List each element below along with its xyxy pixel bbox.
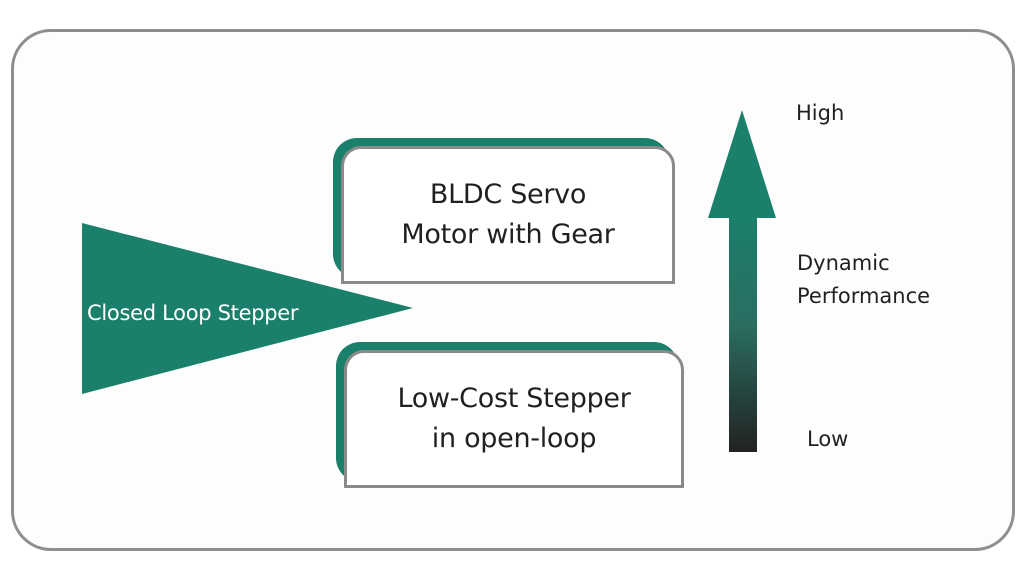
box-line: BLDC Servo <box>429 179 587 210</box>
performance-arrow-icon <box>708 110 776 452</box>
closed-loop-triangle-icon <box>82 223 413 394</box>
low-label: Low <box>807 427 849 451</box>
bldc-servo-box: BLDC Servo Motor with Gear <box>333 138 675 284</box>
box-line: in open-loop <box>431 423 597 454</box>
box-content: Low-Cost Stepper in open-loop <box>344 350 684 488</box>
high-label: High <box>796 101 845 125</box>
axis-label-line-2: Performance <box>797 284 931 308</box>
box-line: Motor with Gear <box>401 219 615 250</box>
box-content: BLDC Servo Motor with Gear <box>341 146 675 284</box>
low-cost-stepper-box: Low-Cost Stepper in open-loop <box>336 342 684 488</box>
closed-loop-stepper-label: Closed Loop Stepper <box>87 301 299 325</box>
axis-label-line-1: Dynamic <box>797 251 890 275</box>
box-line: Low-Cost Stepper <box>397 383 631 414</box>
